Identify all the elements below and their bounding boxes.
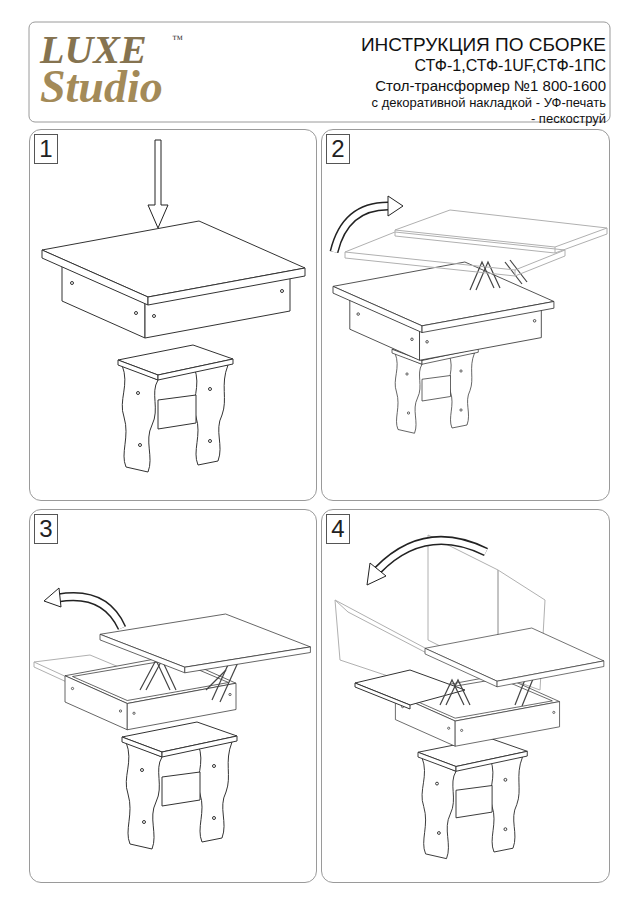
step-number: 3 <box>39 515 52 543</box>
stool-base <box>418 738 527 859</box>
curved-arrow <box>378 540 486 570</box>
stool-base <box>122 722 237 849</box>
stool-base <box>118 345 233 472</box>
step-number-box: 3 <box>34 514 58 544</box>
step-number: 1 <box>39 135 52 163</box>
model-codes: СТФ-1,СТФ-1UF,СТФ-1ПС <box>361 56 606 76</box>
curved-arrow <box>58 597 122 628</box>
ghost-leaf <box>335 600 440 660</box>
step-panel: 4 <box>321 509 610 883</box>
ghost-leaf <box>345 210 607 276</box>
table-top <box>425 628 604 687</box>
finish-note: с декоративной накладкой - УФ-печать <box>361 95 606 111</box>
header-frame <box>29 22 610 122</box>
table-top <box>100 614 310 673</box>
ghost-leaf <box>395 210 607 247</box>
table-body <box>42 221 305 338</box>
table-body <box>333 262 554 333</box>
header-frame <box>29 22 610 122</box>
step-number-box: 4 <box>326 514 350 544</box>
curved-arrow <box>334 206 388 252</box>
curved-arrow <box>334 206 388 252</box>
curved-arrow <box>367 563 386 585</box>
ghost-leaf <box>555 247 556 253</box>
step-number-box: 2 <box>326 134 350 164</box>
step-panel: 1 <box>29 129 317 501</box>
leaf <box>355 670 465 709</box>
logo-word: Studio <box>40 64 163 110</box>
finish-note: - пескоструй <box>361 111 606 127</box>
ghost-leaf <box>345 250 565 276</box>
table-top <box>425 628 604 687</box>
table-top <box>100 614 310 673</box>
step-panel: 2 <box>321 129 610 501</box>
curved-arrow <box>44 588 61 607</box>
curved-arrow <box>378 540 486 570</box>
header-text: ИНСТРУКЦИЯ ПО СБОРКЕСТФ-1,СТФ-1UF,СТФ-1П… <box>361 34 606 127</box>
title: ИНСТРУКЦИЯ ПО СБОРКЕ <box>361 34 606 56</box>
step-panel: 3 <box>29 509 317 883</box>
trademark: ™ <box>172 34 183 45</box>
ghost-leaf <box>515 270 516 276</box>
stool-base <box>122 722 237 849</box>
lift-mechanism <box>206 670 226 690</box>
product-name: Стол-трансформер №1 800-1600 <box>361 76 606 95</box>
down-arrow <box>148 140 168 228</box>
table-body <box>333 262 554 360</box>
step-number-box: 1 <box>34 134 58 164</box>
curved-arrow <box>388 196 403 216</box>
curved-arrow <box>44 588 122 628</box>
step-number: 2 <box>331 135 344 163</box>
curved-arrow <box>367 540 486 585</box>
stool-base <box>418 738 527 859</box>
lift-mechanism <box>510 260 527 282</box>
table-body <box>42 221 305 305</box>
stool-base <box>118 345 233 472</box>
curved-arrow <box>334 196 403 252</box>
ghost-leaf <box>395 228 607 253</box>
step-number: 4 <box>331 515 344 543</box>
curved-arrow <box>58 597 122 628</box>
leaf <box>355 683 410 709</box>
down-arrow <box>148 140 168 228</box>
lift-mechanism <box>446 680 470 705</box>
